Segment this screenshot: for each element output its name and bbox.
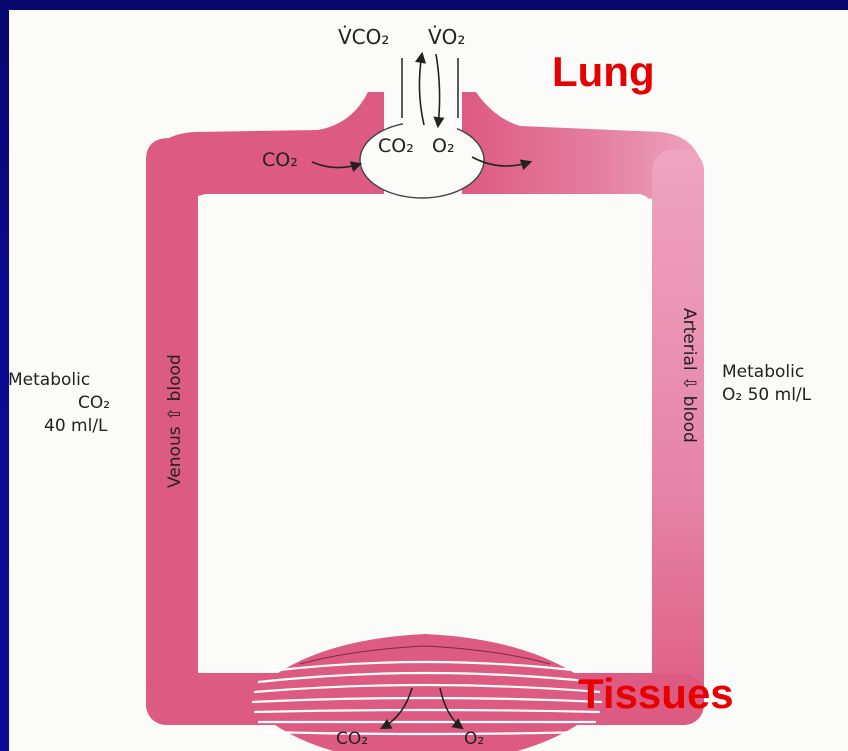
arterial-blood-label: Arterial ⇩ blood	[679, 308, 699, 443]
metabolic-left-line2: CO₂	[78, 393, 110, 413]
tissues-title: Tissues	[578, 670, 734, 717]
inner-space	[198, 194, 652, 673]
lung-title: Lung	[552, 48, 655, 95]
vo2-label: V̇O₂	[428, 25, 465, 49]
tissue-co2-label: CO₂	[336, 729, 368, 749]
lung-co2-in-label: CO₂	[262, 149, 298, 171]
top-vessel	[146, 92, 384, 194]
vco2-label: V̇CO₂	[338, 25, 389, 49]
metabolic-left-line3: 40 ml/L	[44, 416, 108, 436]
metabolic-right-line2: O₂ 50 ml/L	[722, 385, 812, 405]
lung-co2-label: CO₂	[378, 135, 414, 157]
lung-o2-label: O₂	[432, 135, 455, 157]
venous-blood-label: Venous ⇧ blood	[165, 354, 185, 488]
metabolic-left-line1: Metabolic	[8, 370, 90, 390]
metabolic-right-line1: Metabolic	[722, 362, 804, 382]
tissue-o2-label: O₂	[464, 729, 484, 749]
